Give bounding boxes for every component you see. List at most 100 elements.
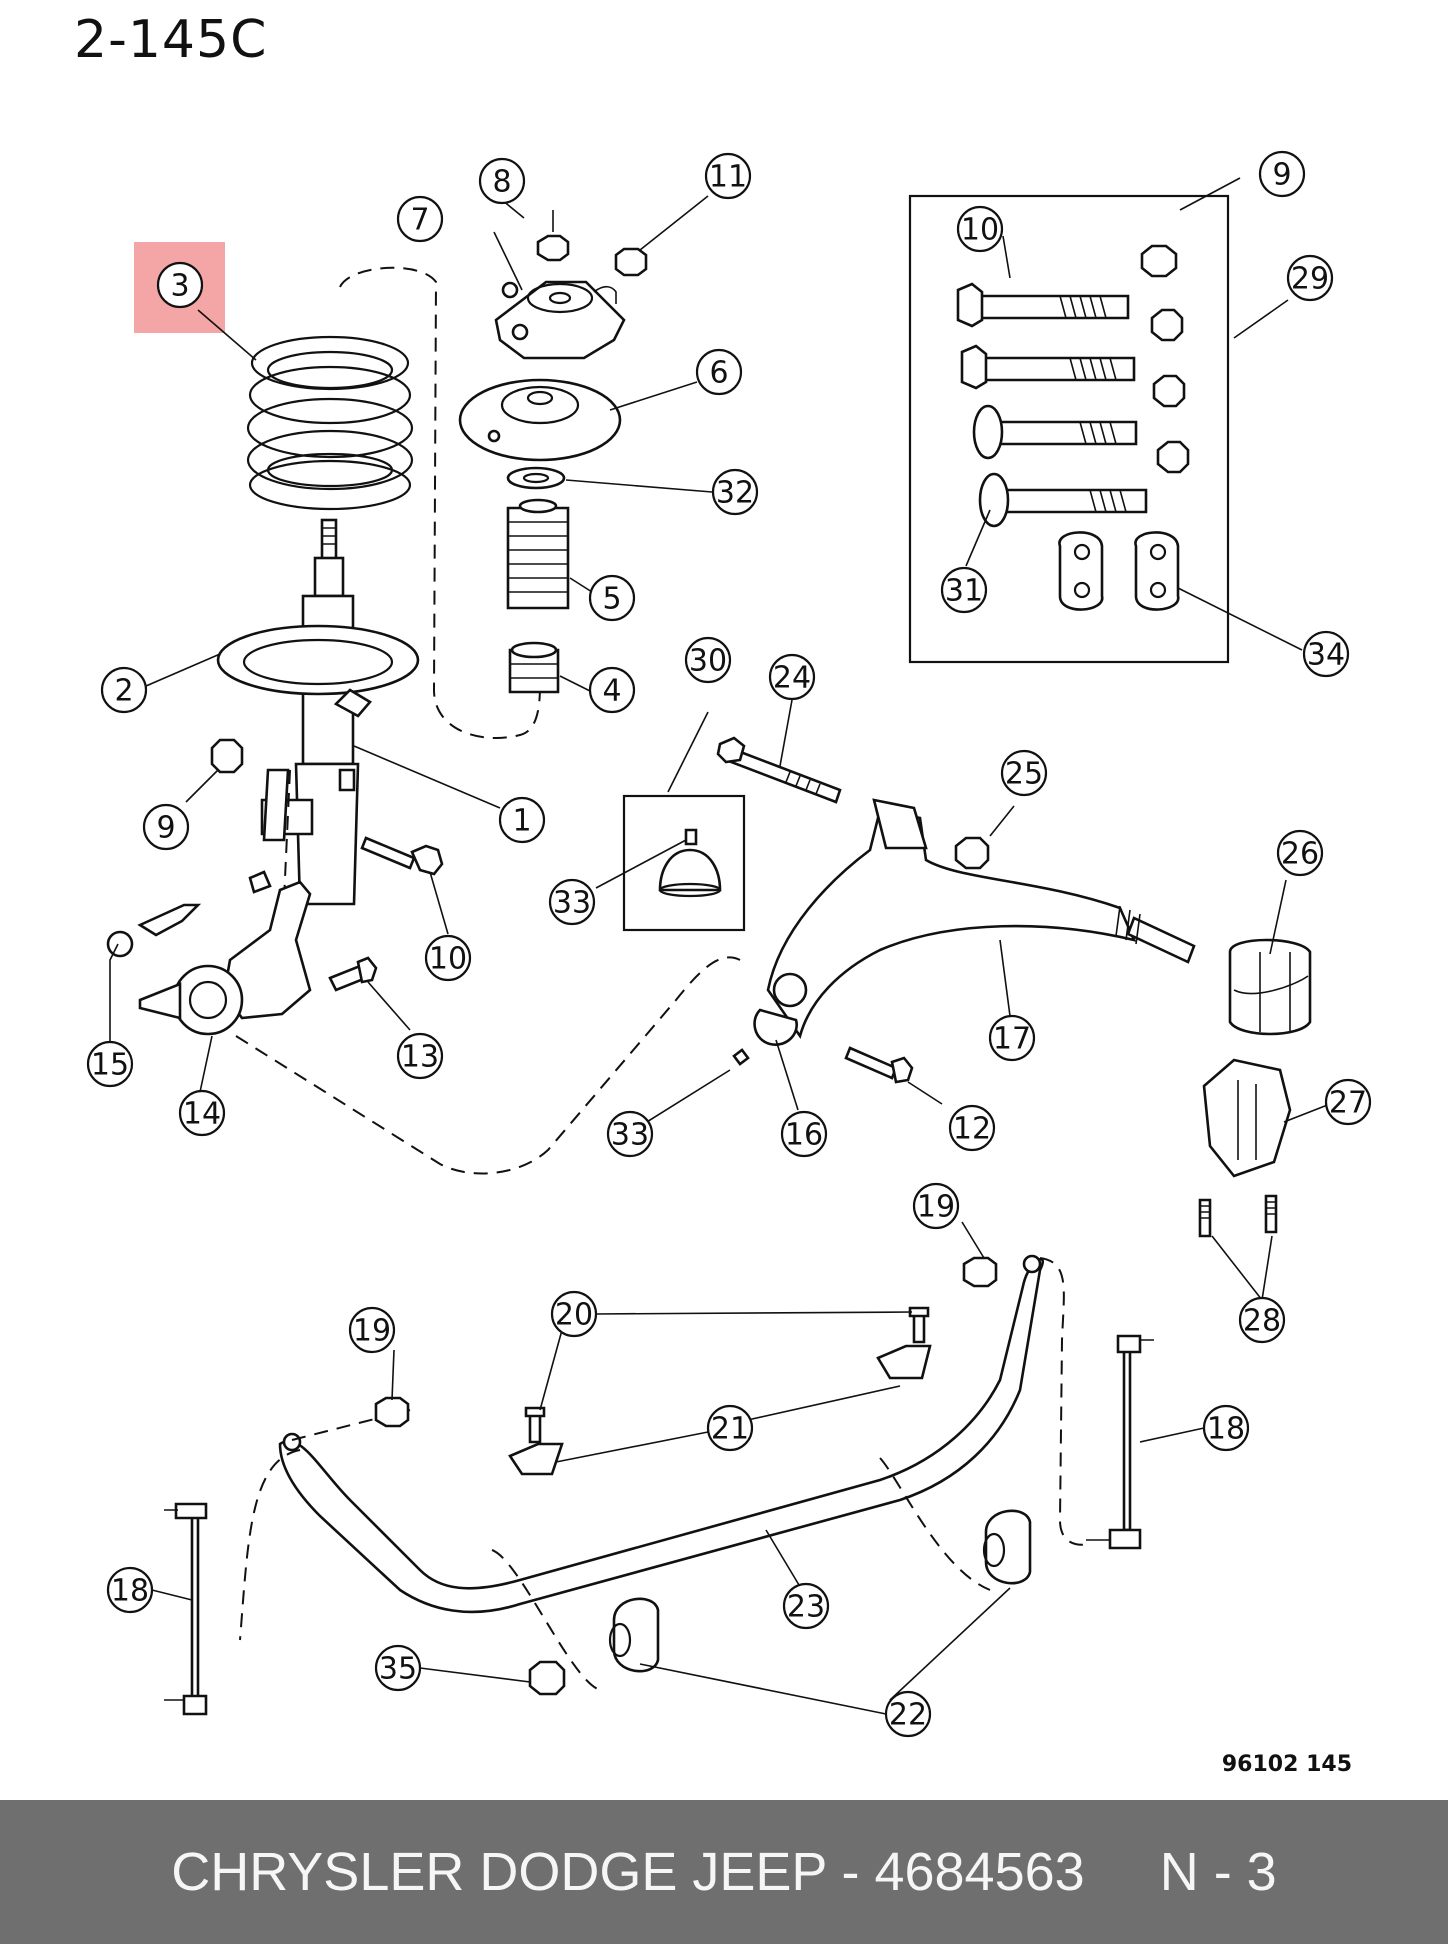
callout-16: 16 — [780, 1110, 828, 1158]
suspension-exploded-diagram: 1 2 3 4 5 6 7 8 9 9 10 10 11 12 13 14 15… — [86, 150, 1372, 1738]
nut-part[interactable] — [210, 738, 244, 774]
svg-text:19: 19 — [353, 1314, 391, 1349]
bolt-part[interactable] — [328, 956, 378, 992]
callout-4: 4 — [588, 666, 636, 714]
jounce-bumper-part[interactable] — [508, 641, 560, 694]
svg-text:22: 22 — [889, 1698, 927, 1733]
svg-text:3: 3 — [170, 269, 189, 304]
nut-part[interactable] — [528, 1660, 566, 1696]
callout-6: 6 — [695, 348, 743, 396]
svg-text:5: 5 — [602, 582, 621, 617]
callout-3: 3 — [156, 261, 204, 309]
svg-text:32: 32 — [716, 476, 754, 511]
svg-text:16: 16 — [785, 1118, 823, 1153]
callout-24: 24 — [768, 653, 816, 701]
svg-text:34: 34 — [1307, 638, 1345, 673]
callout-34: 34 — [1302, 630, 1350, 678]
bushing-part[interactable] — [1228, 938, 1312, 1036]
svg-text:17: 17 — [993, 1022, 1031, 1057]
svg-text:10: 10 — [429, 942, 467, 977]
callout-9-lower: 9 — [142, 803, 190, 851]
nut-part[interactable] — [536, 210, 570, 262]
callout-13: 13 — [396, 1032, 444, 1080]
hardware-kit-box[interactable] — [908, 194, 1230, 664]
svg-text:33: 33 — [553, 886, 591, 921]
spring-seat-part[interactable] — [216, 624, 420, 718]
bushing-bracket-part[interactable] — [1202, 1058, 1292, 1178]
callout-22: 22 — [884, 1690, 932, 1738]
svg-text:10: 10 — [961, 213, 999, 248]
strut-mount-part[interactable] — [494, 280, 626, 360]
svg-text:1: 1 — [512, 804, 531, 839]
dust-boot-part[interactable] — [506, 498, 570, 610]
callout-11: 11 — [704, 152, 752, 200]
svg-text:25: 25 — [1005, 757, 1043, 792]
callout-2: 2 — [100, 666, 148, 714]
nut-part[interactable] — [954, 836, 990, 870]
strut-part[interactable] — [260, 518, 360, 906]
bolt-part[interactable] — [1198, 1194, 1278, 1238]
callout-10-upper: 10 — [956, 205, 1004, 253]
callout-5: 5 — [588, 574, 636, 622]
svg-text:13: 13 — [401, 1040, 439, 1075]
callout-29: 29 — [1286, 254, 1334, 302]
callout-28: 28 — [1238, 1296, 1286, 1344]
stabilizer-bushing-part[interactable] — [608, 1509, 1032, 1673]
svg-text:30: 30 — [689, 644, 727, 679]
bushing-clamp-part[interactable] — [508, 1344, 932, 1476]
svg-text:7: 7 — [410, 203, 429, 238]
footer-bar: CHRYSLER DODGE JEEP - 4684563 N - 3 — [0, 1800, 1448, 1944]
callout-12: 12 — [948, 1104, 996, 1152]
callout-10-lower: 10 — [424, 934, 472, 982]
svg-text:9: 9 — [156, 811, 175, 846]
bolt-part[interactable] — [716, 736, 842, 804]
svg-text:24: 24 — [773, 661, 811, 696]
stabilizer-link-part[interactable] — [164, 1334, 1154, 1716]
callout-35: 35 — [374, 1644, 422, 1692]
callout-18-right: 18 — [1202, 1404, 1250, 1452]
svg-text:27: 27 — [1329, 1086, 1367, 1121]
callout-8: 8 — [478, 157, 526, 205]
svg-text:8: 8 — [492, 165, 511, 200]
ball-joint-inset[interactable] — [622, 794, 746, 932]
callout-31: 31 — [940, 566, 988, 614]
callout-25: 25 — [1000, 749, 1048, 797]
callout-7: 7 — [396, 195, 444, 243]
washer-part[interactable] — [506, 466, 566, 490]
page-title: 2-145C — [74, 10, 268, 70]
svg-text:23: 23 — [787, 1590, 825, 1625]
upper-spring-seat-part[interactable] — [458, 378, 622, 462]
callout-26: 26 — [1276, 829, 1324, 877]
leader-lines — [109, 177, 1331, 1715]
callout-14: 14 — [178, 1089, 226, 1137]
steering-knuckle-part[interactable] — [106, 870, 312, 1036]
svg-text:6: 6 — [709, 356, 728, 391]
callout-33-upper: 33 — [548, 878, 596, 926]
pin-part[interactable] — [732, 1048, 750, 1066]
callout-18-left: 18 — [106, 1566, 154, 1614]
svg-text:14: 14 — [183, 1097, 221, 1132]
svg-text:35: 35 — [379, 1652, 417, 1687]
callout-27: 27 — [1324, 1078, 1372, 1126]
lower-control-arm-part[interactable] — [753, 798, 1196, 1046]
svg-text:2: 2 — [114, 674, 133, 709]
bolt-part[interactable] — [844, 1046, 914, 1084]
svg-text:20: 20 — [555, 1298, 593, 1333]
svg-text:26: 26 — [1281, 837, 1319, 872]
svg-text:15: 15 — [91, 1048, 129, 1083]
callout-17: 17 — [988, 1014, 1036, 1062]
callout-30: 30 — [684, 636, 732, 684]
nut-part[interactable] — [614, 247, 648, 277]
callout-23: 23 — [782, 1582, 830, 1630]
svg-text:18: 18 — [111, 1574, 149, 1609]
callout-15: 15 — [86, 1040, 134, 1088]
bolt-part[interactable] — [360, 836, 444, 876]
svg-text:18: 18 — [1207, 1412, 1245, 1447]
coil-spring-part[interactable] — [246, 335, 414, 511]
bolt-part[interactable] — [524, 1306, 930, 1444]
svg-text:4: 4 — [602, 674, 621, 709]
nut-part[interactable] — [374, 1256, 998, 1428]
callout-21: 21 — [706, 1404, 754, 1452]
svg-text:28: 28 — [1243, 1304, 1281, 1339]
callout-33-lower: 33 — [606, 1110, 654, 1158]
